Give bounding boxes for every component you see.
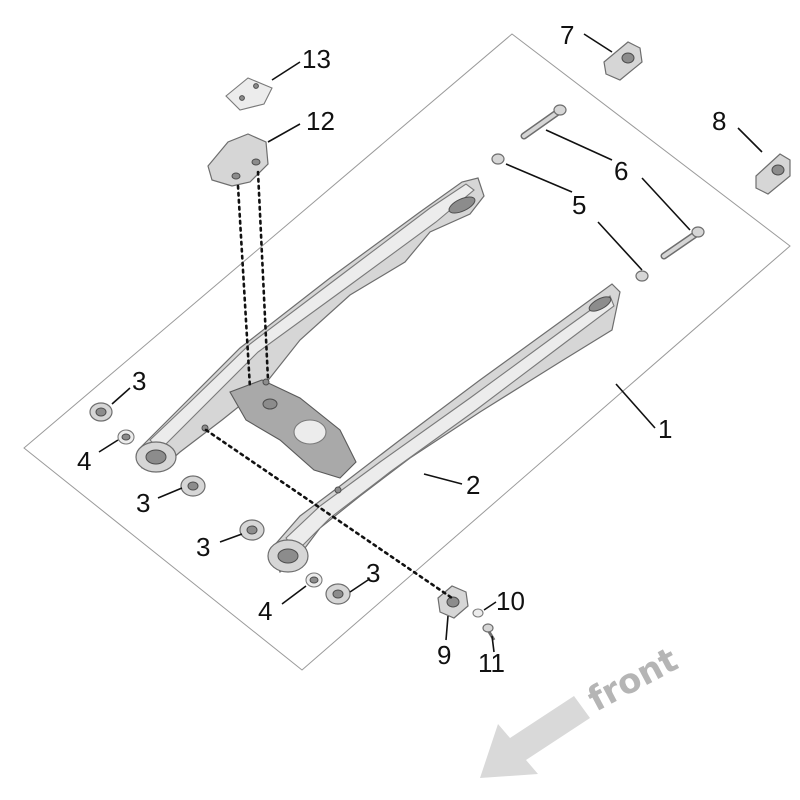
assembly-line-pivot-axis (204, 428, 454, 600)
right-pivot-bore (277, 548, 299, 564)
swingarm-left-arm (139, 177, 485, 471)
adjuster-block-7 (603, 41, 643, 81)
left-pivot-bore (145, 449, 167, 465)
front-direction-indicator: front (480, 640, 684, 778)
cross-member-hole (262, 398, 278, 410)
callout-12: 12 (306, 106, 335, 136)
leader-lines (98, 33, 763, 653)
callout-3c: 3 (196, 532, 210, 562)
bushing-3a (89, 402, 113, 422)
seal-rings (117, 429, 323, 588)
nut-5-lower (635, 270, 649, 282)
callout-10: 10 (496, 586, 525, 616)
bushing-3d (325, 583, 351, 605)
callout-4b: 4 (258, 596, 272, 626)
front-arrow-icon (480, 696, 590, 778)
callout-1: 1 (658, 414, 672, 444)
left-axle-slot (448, 196, 476, 214)
callout-9: 9 (437, 640, 451, 670)
cross-member-boss (293, 419, 327, 445)
callout-2: 2 (466, 470, 480, 500)
washer-10 (472, 608, 484, 618)
callout-4a: 4 (77, 446, 91, 476)
swingarm-right-arm-top (285, 295, 615, 553)
nut-5-upper (491, 153, 505, 165)
callout-11: 11 (478, 648, 505, 678)
adjuster-block-8 (755, 153, 791, 195)
callout-6: 6 (614, 156, 628, 186)
front-label: front (581, 640, 684, 720)
right-axle-slot (588, 296, 612, 312)
callout-7: 7 (560, 20, 574, 50)
bolt-6-lower (660, 226, 705, 260)
callout-8: 8 (712, 106, 726, 136)
swingarm-cross-member (229, 379, 357, 479)
plate-13 (225, 77, 273, 111)
swingarm (135, 177, 621, 573)
assembly-boundary-box (23, 33, 791, 671)
assembly-line-bracket-right (256, 170, 270, 382)
chain-guide-bracket-12 (207, 133, 269, 187)
callout-3a: 3 (132, 366, 146, 396)
callout-13: 13 (302, 44, 331, 74)
swingarm-left-arm-top (149, 183, 475, 451)
callout-5: 5 (572, 190, 586, 220)
callout-3d: 3 (366, 558, 380, 588)
bushing-3c (239, 519, 265, 541)
left-arm-small-hole (262, 378, 270, 386)
pivot-bushings (89, 402, 351, 605)
callout-3b: 3 (136, 488, 150, 518)
nuts-5 (491, 153, 649, 282)
adjuster-bolts (520, 104, 705, 260)
assembly-line-bracket-left (236, 184, 252, 390)
bushing-3b (180, 475, 206, 497)
bolt-6-upper (520, 104, 567, 140)
right-arm-small-hole (334, 486, 342, 494)
